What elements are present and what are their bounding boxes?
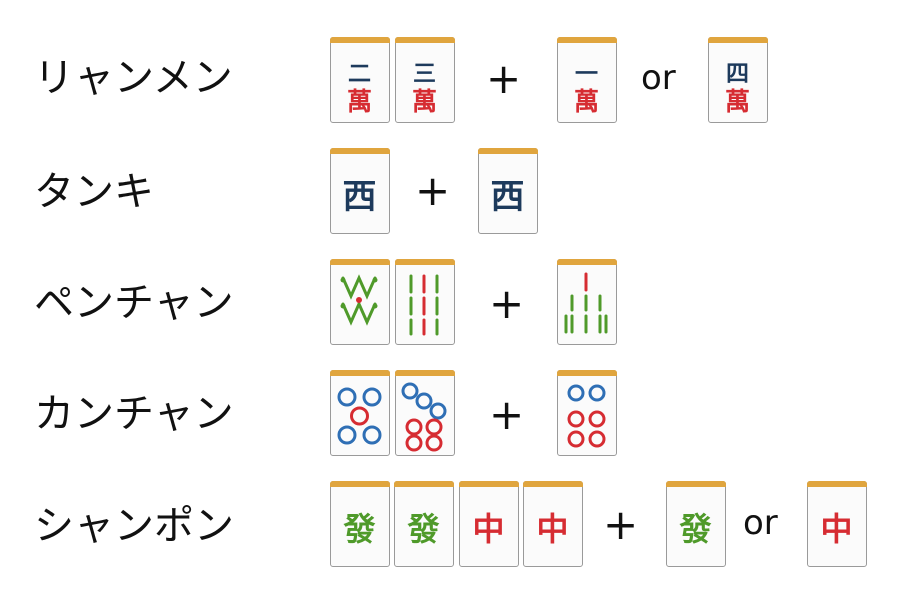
plus-sign: + bbox=[489, 390, 525, 439]
tile-green-dragon: 發 bbox=[330, 480, 390, 567]
tile-green-dragon: 發 bbox=[666, 480, 726, 567]
bamboo-7-icon bbox=[340, 274, 378, 326]
label-kanchan: カンチャン bbox=[34, 391, 234, 437]
tile-7-sou bbox=[330, 258, 390, 345]
bamboo-8-icon bbox=[409, 274, 439, 336]
tile-west: 西 bbox=[478, 147, 538, 234]
tile-west: 西 bbox=[330, 147, 390, 234]
tile-4-man: 四 萬 bbox=[708, 36, 768, 123]
bamboo-stick bbox=[341, 300, 377, 326]
tile-suit: 萬 bbox=[347, 87, 372, 116]
tile-1-man: 一 萬 bbox=[557, 36, 617, 123]
circles-4-icon bbox=[337, 387, 382, 445]
tile-4-pin bbox=[330, 369, 390, 456]
or-text: or bbox=[641, 58, 676, 98]
tile-honor-char: 西 bbox=[343, 177, 377, 217]
tile-honor-char: 發 bbox=[342, 510, 375, 548]
plus-sign: + bbox=[603, 500, 639, 549]
label-penchan: ペンチャン bbox=[34, 280, 234, 326]
plus-sign: + bbox=[415, 166, 451, 215]
tile-number: 二 bbox=[348, 60, 371, 87]
tile-honor-char: 中 bbox=[820, 510, 852, 548]
bamboo-9-icon bbox=[564, 272, 608, 334]
tile-3-man: 三 萬 bbox=[395, 36, 455, 123]
tile-red-dragon: 中 bbox=[459, 480, 519, 567]
label-shanpon: シャンポン bbox=[34, 503, 234, 549]
tile-5-pin bbox=[395, 369, 455, 456]
tile-number: 四 bbox=[726, 60, 749, 87]
tile-number: 三 bbox=[413, 60, 436, 87]
tile-honor-char: 發 bbox=[678, 510, 711, 548]
tile-8-sou bbox=[395, 258, 455, 345]
tile-honor-char: 發 bbox=[406, 510, 439, 548]
or-text: or bbox=[743, 503, 778, 543]
tile-9-sou bbox=[557, 258, 617, 345]
plus-sign: + bbox=[489, 279, 525, 328]
label-tanki: タンキ bbox=[34, 169, 154, 215]
circles-5-icon bbox=[401, 382, 447, 452]
tile-honor-char: 西 bbox=[491, 177, 525, 217]
tile-red-dragon: 中 bbox=[523, 480, 583, 567]
tile-2-man: 二 萬 bbox=[330, 36, 390, 123]
plus-sign: + bbox=[486, 54, 522, 103]
tile-suit: 萬 bbox=[412, 87, 437, 116]
tile-honor-char: 中 bbox=[472, 510, 504, 548]
tile-green-dragon: 發 bbox=[394, 480, 454, 567]
tile-number: 一 bbox=[575, 60, 598, 87]
circles-6-icon bbox=[567, 384, 606, 448]
tile-honor-char: 中 bbox=[536, 510, 568, 548]
tile-6-pin bbox=[557, 369, 617, 456]
tile-red-dragon: 中 bbox=[807, 480, 867, 567]
bamboo-stick bbox=[341, 274, 377, 300]
label-ryanmen: リャンメン bbox=[34, 55, 233, 101]
tile-suit: 萬 bbox=[725, 87, 750, 116]
tile-suit: 萬 bbox=[574, 87, 599, 116]
